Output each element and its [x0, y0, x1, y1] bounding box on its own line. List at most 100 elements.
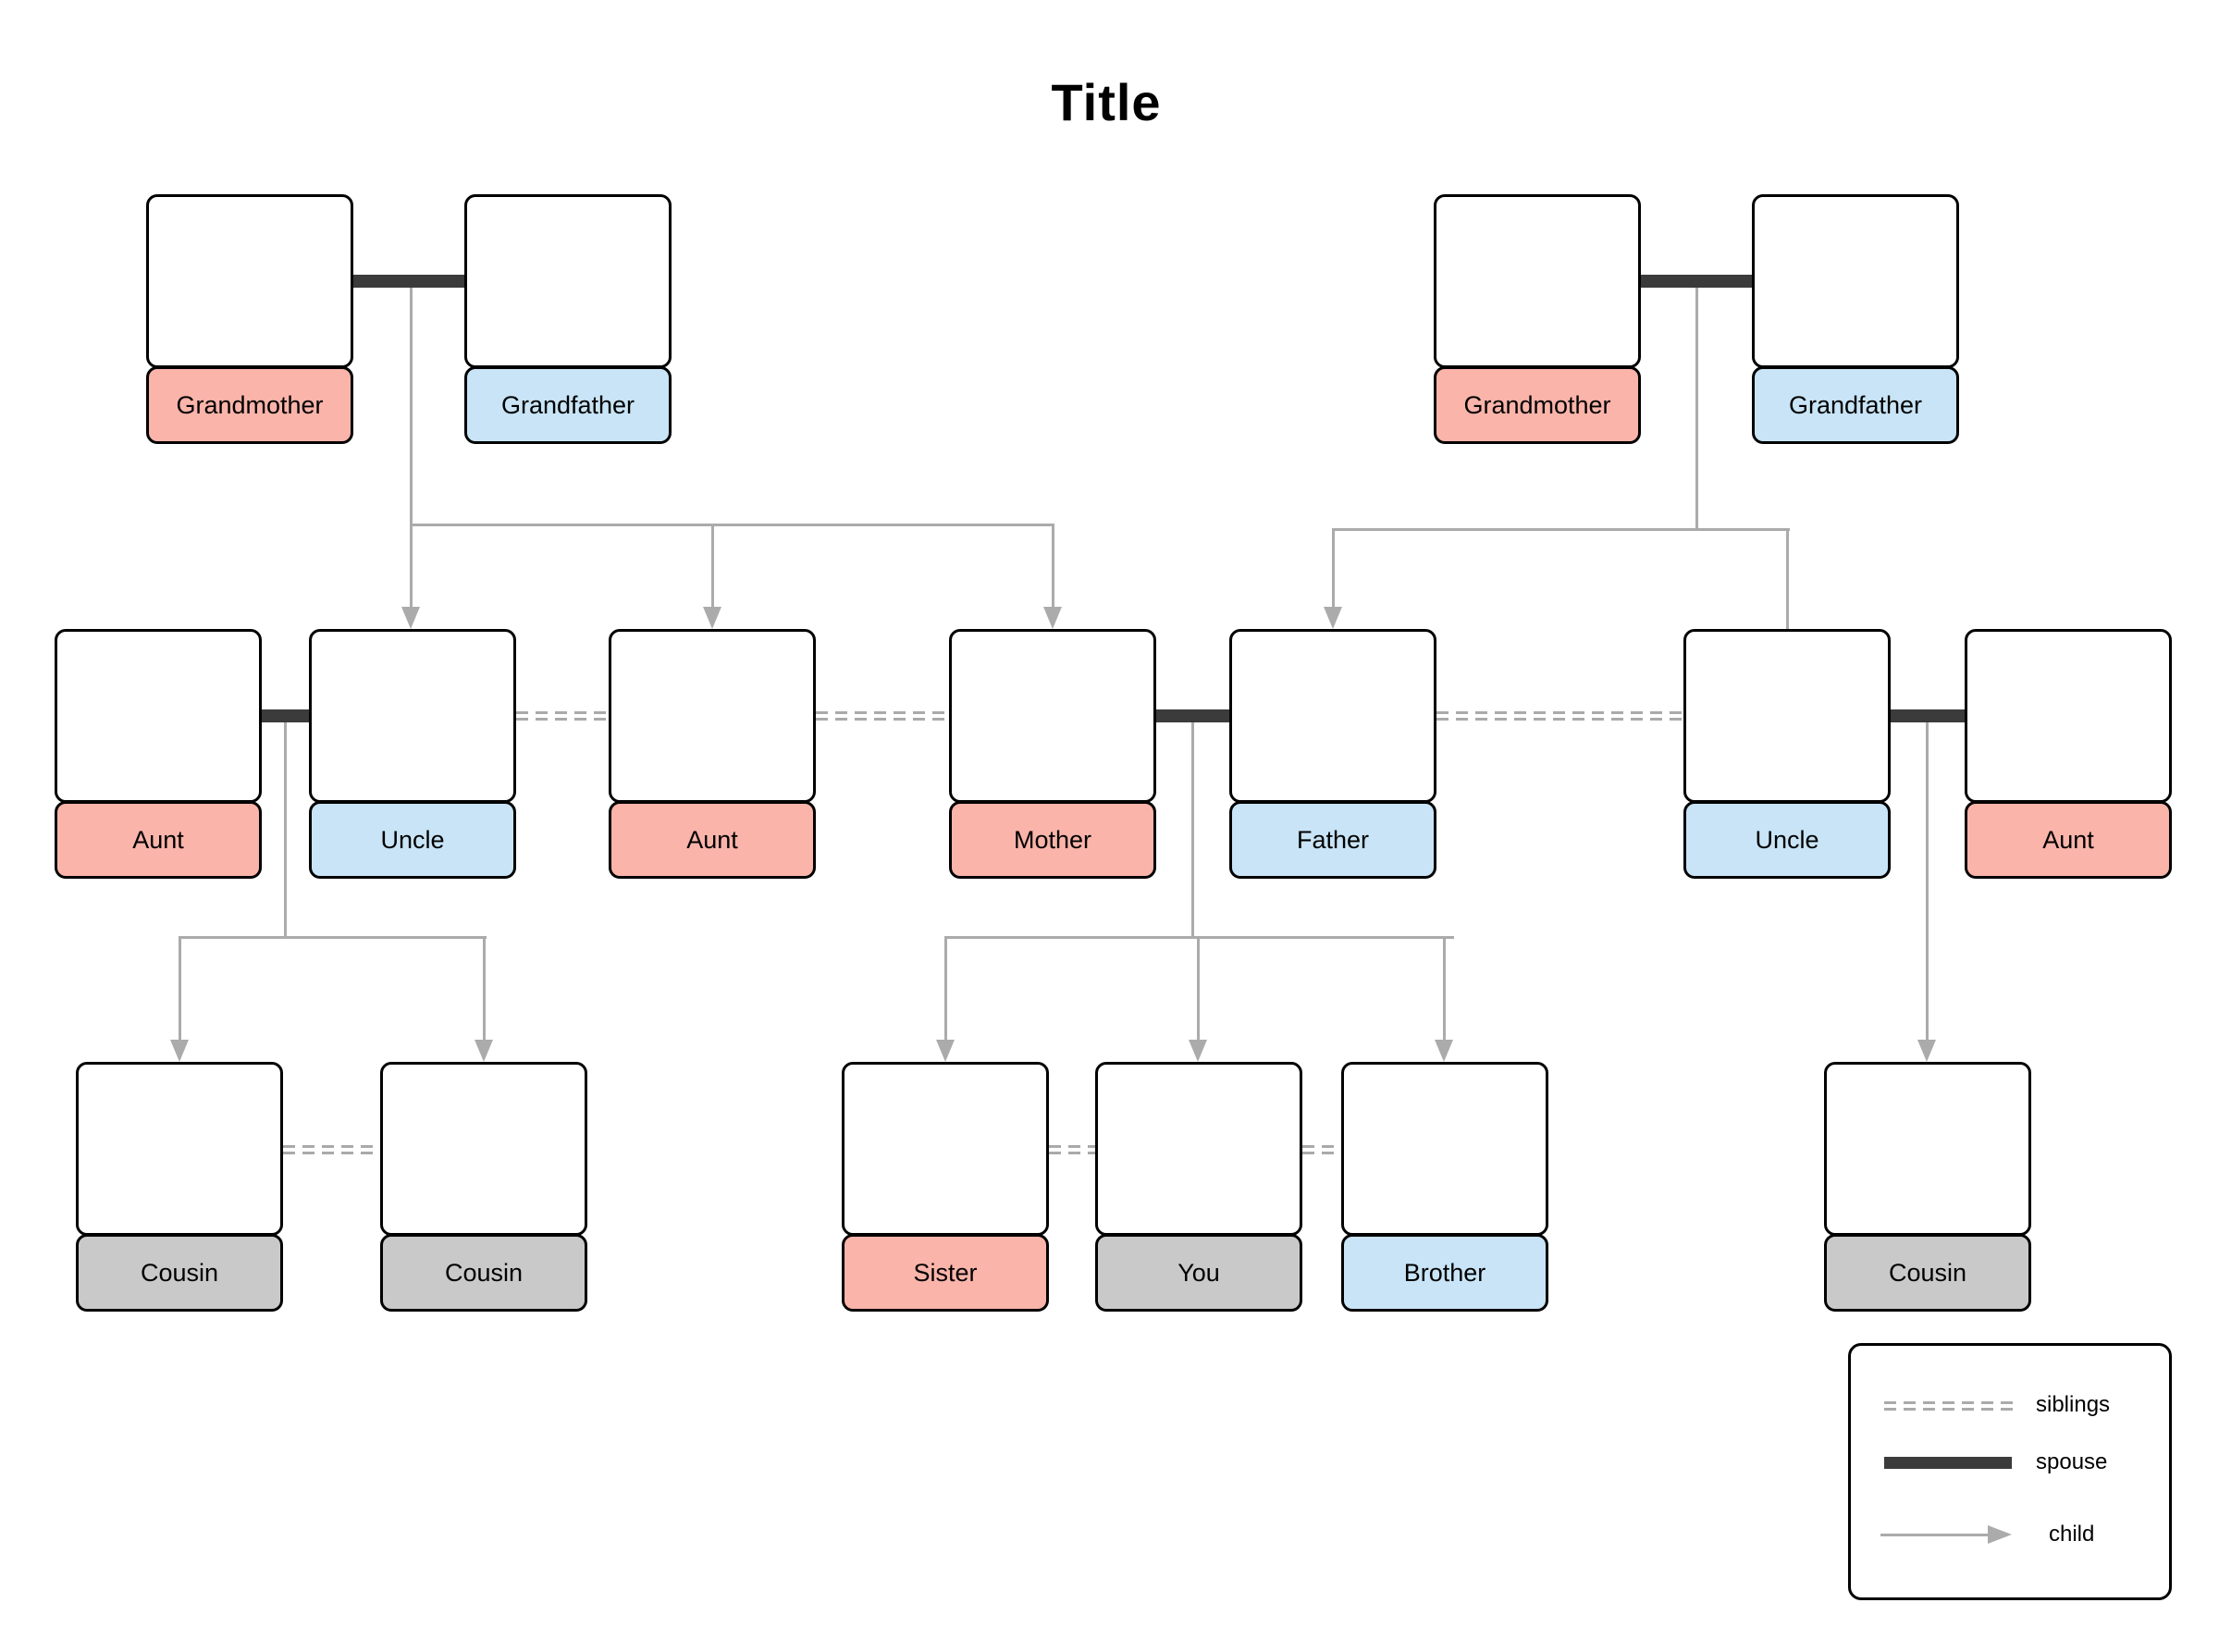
person-sister: Sister [842, 1062, 1049, 1312]
child-line-motherfather-trunk [1191, 722, 1194, 939]
sibling-link-uncle1-aunt2 [516, 718, 609, 721]
person-label: Aunt [609, 801, 816, 879]
spouse-line-mother-father [1156, 709, 1229, 722]
person-label: Aunt [1965, 801, 2172, 879]
sibling-link-sister-you [1049, 1145, 1095, 1148]
photo-placeholder [1095, 1062, 1302, 1236]
sibling-link-father-uncle2 [1436, 711, 1683, 714]
legend-siblings-line [1884, 1401, 2014, 1404]
photo-placeholder [1752, 194, 1959, 368]
photo-placeholder [464, 194, 672, 368]
person-label: Grandfather [464, 366, 672, 444]
person-label: Sister [842, 1234, 1049, 1312]
child-arrow-father [1324, 607, 1342, 629]
person-cousin-3: Cousin [1824, 1062, 2031, 1312]
person-label: Cousin [1824, 1234, 2031, 1312]
person-grandmother-right: Grandmother [1434, 194, 1641, 444]
child-arrow-aunt2 [703, 607, 721, 629]
photo-placeholder [146, 194, 353, 368]
person-label: Grandmother [146, 366, 353, 444]
person-label: Uncle [309, 801, 516, 879]
child-arrow-sister [936, 1040, 955, 1062]
legend-child-label: child [2049, 1522, 2095, 1547]
diagram-title: Title [1051, 73, 1162, 131]
child-line-drop-father [1332, 528, 1335, 607]
photo-placeholder [1434, 194, 1641, 368]
sibling-link-you-brother [1302, 1152, 1341, 1154]
child-line-drop-mother [1052, 524, 1054, 607]
person-you: You [1095, 1062, 1302, 1312]
photo-placeholder [1229, 629, 1436, 803]
person-cousin-1: Cousin [76, 1062, 283, 1312]
spouse-line-grandparents-right [1641, 275, 1752, 288]
sibling-link-sister-you [1049, 1152, 1095, 1154]
photo-placeholder [76, 1062, 283, 1236]
photo-placeholder [609, 629, 816, 803]
sibling-link-aunt2-mother [816, 711, 949, 714]
child-line-drop-sister [944, 936, 947, 1040]
photo-placeholder [380, 1062, 587, 1236]
child-arrow-cousin2 [475, 1040, 493, 1062]
person-uncle-1: Uncle [309, 629, 516, 879]
spouse-line-aunt1-uncle1 [262, 709, 309, 722]
legend-siblings-line [1884, 1408, 2014, 1411]
person-label: Cousin [76, 1234, 283, 1312]
legend-child-line [1880, 1534, 1988, 1536]
person-brother: Brother [1341, 1062, 1548, 1312]
child-line-gpright-trunk [1695, 288, 1698, 531]
person-label: Cousin [380, 1234, 587, 1312]
photo-placeholder [1965, 629, 2172, 803]
person-cousin-2: Cousin [380, 1062, 587, 1312]
child-arrow-cousin3 [1917, 1040, 1936, 1062]
sibling-link-aunt2-mother [816, 718, 949, 721]
spouse-line-uncle2-aunt3 [1891, 709, 1965, 722]
child-arrow-uncle1 [401, 607, 420, 629]
person-label: Aunt [55, 801, 262, 879]
child-line-gpleft-trunk [410, 288, 413, 609]
child-arrow-cousin1 [170, 1040, 189, 1062]
sibling-link-cousin1-cousin2 [283, 1152, 380, 1154]
child-line-drop-you [1197, 936, 1200, 1040]
person-label: Brother [1341, 1234, 1548, 1312]
photo-placeholder [842, 1062, 1049, 1236]
child-line-drop-aunt2 [711, 524, 714, 607]
legend-box: siblings spouse child [1848, 1343, 2172, 1600]
photo-placeholder [1683, 629, 1891, 803]
person-label: You [1095, 1234, 1302, 1312]
person-uncle-2: Uncle [1683, 629, 1891, 879]
legend-spouse-label: spouse [2036, 1449, 2108, 1474]
sibling-link-you-brother [1302, 1145, 1341, 1148]
person-label: Uncle [1683, 801, 1891, 879]
person-label: Father [1229, 801, 1436, 879]
child-line-aunt1uncle1-branch [179, 936, 487, 939]
child-line-gpleft-branch [410, 524, 1054, 526]
child-line-drop-cousin1 [179, 936, 181, 1040]
child-line-aunt1uncle1-trunk [284, 722, 287, 939]
person-label: Mother [949, 801, 1156, 879]
person-grandfather-left: Grandfather [464, 194, 672, 444]
sibling-link-uncle1-aunt2 [516, 711, 609, 714]
legend-spouse-line [1884, 1457, 2012, 1469]
photo-placeholder [1824, 1062, 2031, 1236]
child-arrow-brother [1435, 1040, 1453, 1062]
person-mother: Mother [949, 629, 1156, 879]
child-arrow-you [1189, 1040, 1207, 1062]
child-arrow-mother [1043, 607, 1062, 629]
sibling-link-father-uncle2 [1436, 718, 1683, 721]
legend-siblings-label: siblings [2036, 1392, 2111, 1417]
child-line-gpright-branch [1332, 528, 1790, 531]
person-grandmother-left: Grandmother [146, 194, 353, 444]
child-line-uncle2aunt3-trunk [1926, 722, 1929, 1040]
person-label: Grandmother [1434, 366, 1641, 444]
spouse-line-grandparents-left [353, 275, 464, 288]
legend-child-arrow [1988, 1525, 2012, 1544]
person-aunt-3: Aunt [1965, 629, 2172, 879]
photo-placeholder [1341, 1062, 1548, 1236]
child-line-drop-brother [1443, 936, 1446, 1040]
person-father: Father [1229, 629, 1436, 879]
photo-placeholder [309, 629, 516, 803]
person-grandfather-right: Grandfather [1752, 194, 1959, 444]
child-line-drop-cousin2 [483, 936, 486, 1040]
person-aunt-2: Aunt [609, 629, 816, 879]
